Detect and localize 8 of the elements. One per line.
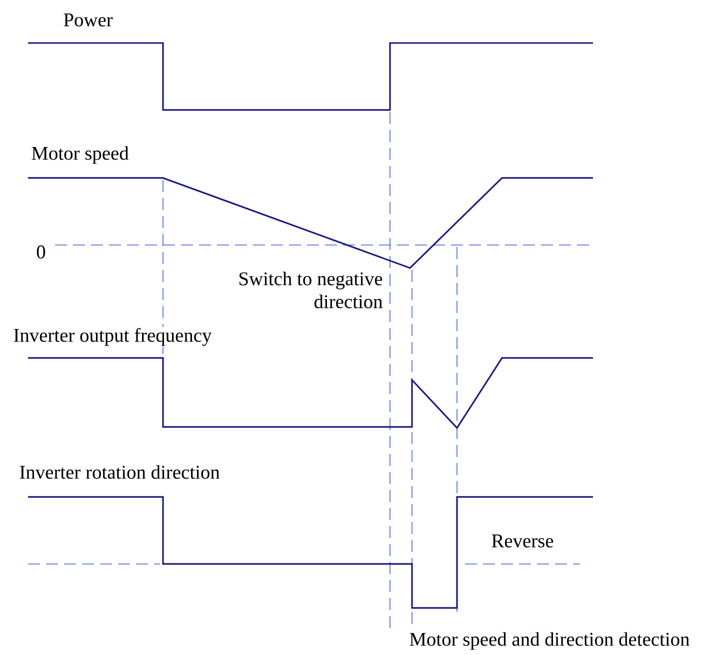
signal-label: 0: [35, 244, 47, 260]
signal-label: Switch to negative direction: [240, 272, 383, 308]
signal-label: Motor speed and direction detection: [408, 631, 691, 651]
signal-label: Inverter rotation direction: [18, 464, 221, 480]
signal-label: Inverter output frequency: [12, 327, 213, 347]
signal-label: Motor speed: [30, 145, 130, 165]
signal-label: Reverse: [490, 534, 555, 548]
signal-label: Power: [62, 12, 114, 28]
